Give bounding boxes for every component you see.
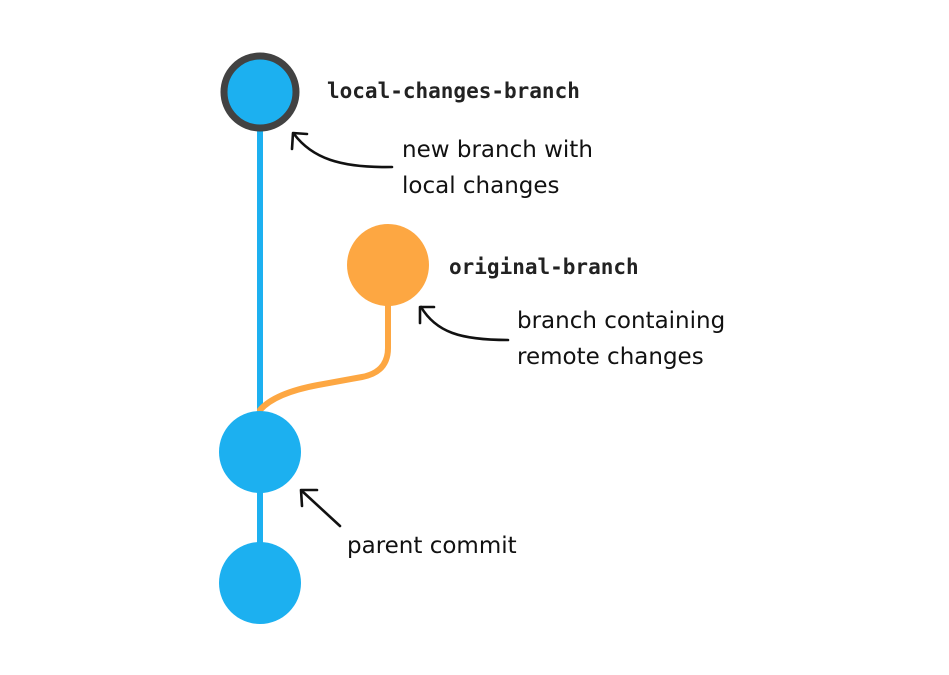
parent-commit-arrow	[299, 488, 342, 528]
remote-branch-annotation-line2: remote changes	[517, 344, 704, 370]
local-changes-branch-commit	[220, 52, 300, 132]
local-changes-branch-label: local-changes-branch	[327, 79, 580, 103]
earlier-commit	[219, 542, 301, 624]
original-branch-line	[257, 262, 391, 413]
new-branch-annotation-line1: new branch with	[402, 137, 593, 163]
original-branch-commit	[347, 224, 429, 306]
remote-branch-arrow	[418, 305, 510, 342]
new-branch-annotation-line2: local changes	[402, 173, 560, 199]
new-branch-arrow	[290, 131, 394, 169]
parent-commit-annotation: parent commit	[347, 533, 517, 559]
remote-branch-annotation-line1: branch containing	[517, 308, 725, 334]
original-branch-label: original-branch	[449, 255, 639, 279]
parent-commit	[219, 411, 301, 493]
